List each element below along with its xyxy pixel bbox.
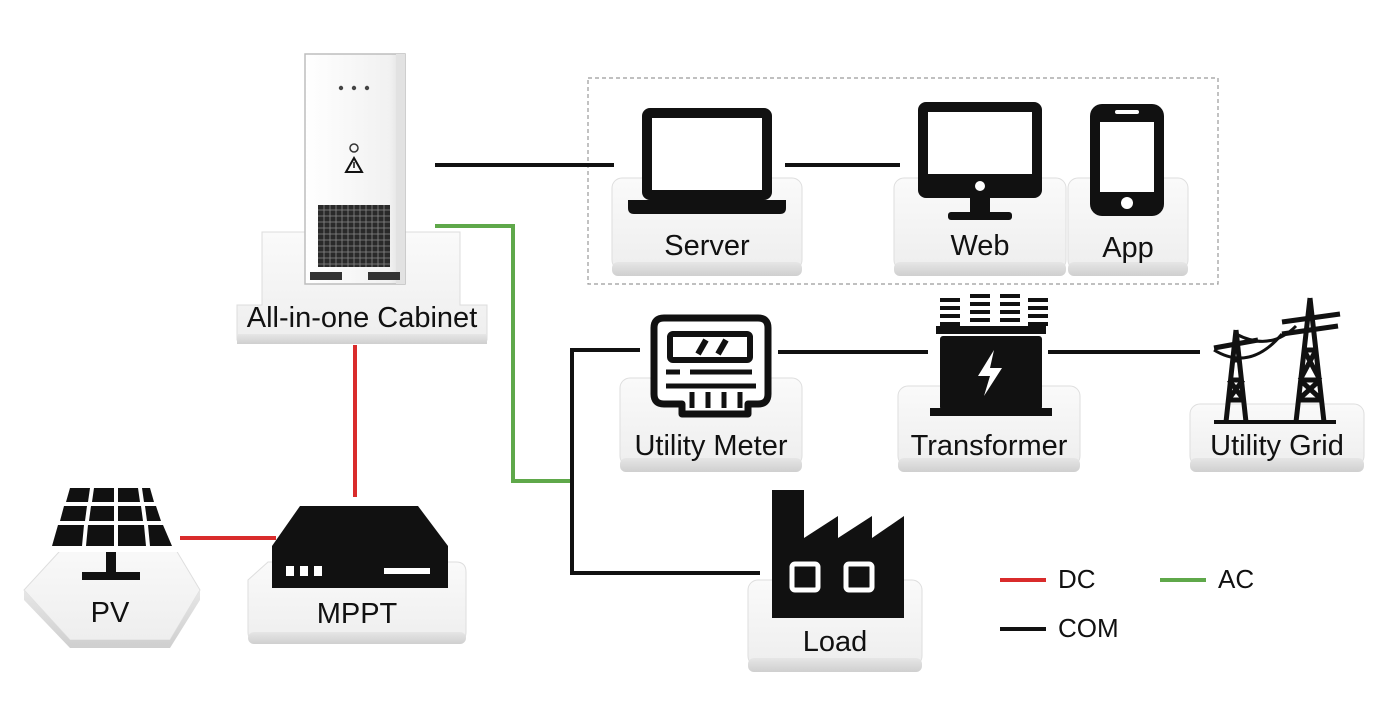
- monitor-icon: [918, 102, 1042, 220]
- utility-meter-icon: [650, 314, 772, 418]
- laptop-icon: [628, 108, 786, 214]
- wires: [180, 163, 1200, 575]
- cabinet-platform: [236, 231, 488, 344]
- transformer-label: Transformer: [910, 430, 1068, 462]
- web-label: Web: [950, 230, 1010, 262]
- grid-platform: [1189, 403, 1365, 472]
- app-label: App: [1102, 232, 1154, 264]
- phone-icon: [1090, 104, 1164, 216]
- legend-com-label: COM: [1058, 613, 1119, 643]
- factory-icon: [772, 490, 904, 618]
- transformer-icon: [930, 294, 1052, 416]
- ac-wire-cabinet-load: [435, 224, 572, 483]
- meter-label: Utility Meter: [634, 430, 788, 462]
- solar-panel-icon: [50, 484, 178, 580]
- mppt-icon: [272, 506, 448, 588]
- legend-dc-label: DC: [1058, 564, 1096, 594]
- pv-label: PV: [90, 597, 130, 629]
- transmission-tower-icon: [1213, 297, 1341, 424]
- cabinet-icon: [304, 53, 406, 285]
- com-wire-meter-load: [570, 348, 760, 575]
- cabinet-label: All-in-one Cabinet: [246, 302, 478, 334]
- web-platform: [893, 177, 1067, 276]
- grid-label: Utility Grid: [1210, 430, 1344, 462]
- server-label: Server: [664, 230, 750, 262]
- monitoring-group-box: [587, 77, 1219, 285]
- legend: [1000, 578, 1206, 631]
- load-label: Load: [802, 626, 868, 658]
- legend-ac-label: AC: [1218, 564, 1255, 594]
- mppt-label: MPPT: [316, 598, 398, 630]
